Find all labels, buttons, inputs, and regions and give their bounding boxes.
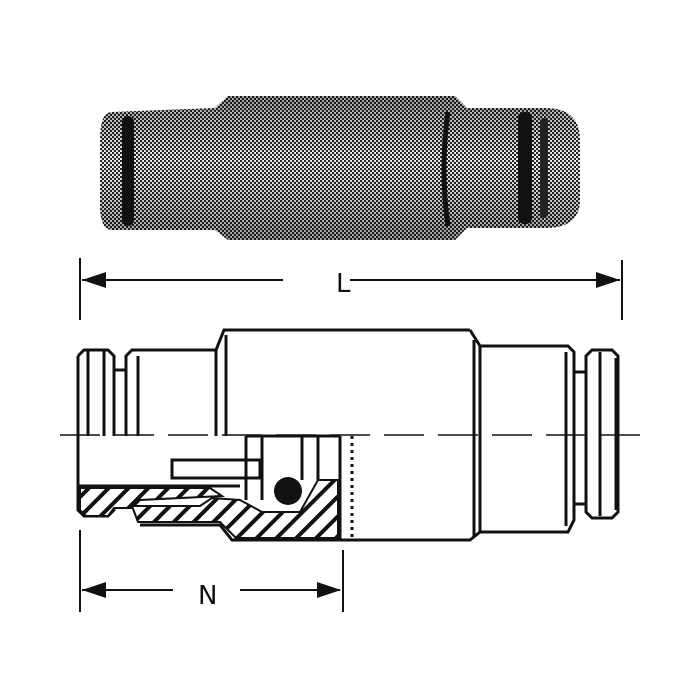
o-ring [274,477,302,505]
dimension-L [79,258,623,320]
section-hatching [79,477,339,539]
dimension-label-L: L [336,269,351,299]
dimension-label-N: N [198,581,217,611]
dimension-N [79,530,344,612]
photo-view [100,96,580,240]
section-view [76,328,620,542]
